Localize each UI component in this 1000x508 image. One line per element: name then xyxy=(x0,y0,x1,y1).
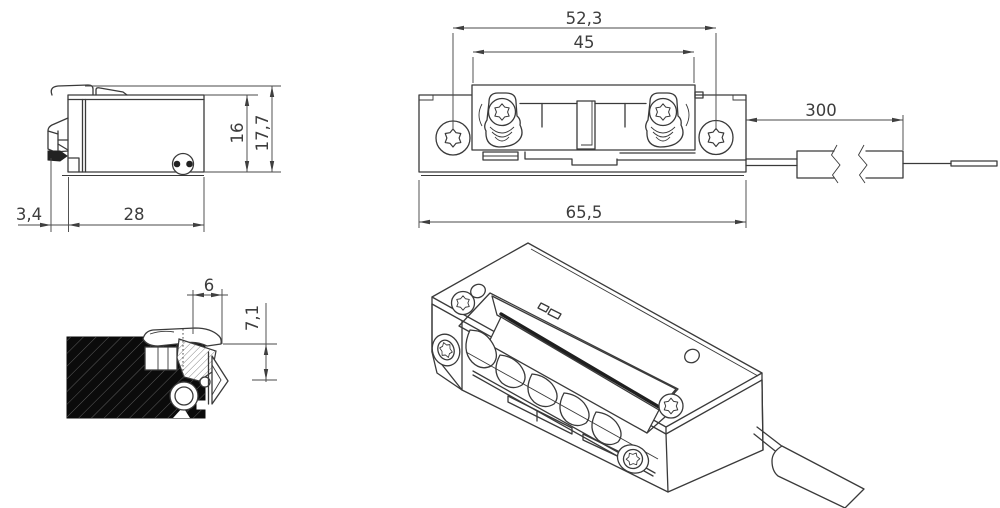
dim-section-lip-height: 7,1 xyxy=(243,305,262,331)
iso-screw-top-left xyxy=(450,290,476,316)
dim-cable-length: 300 xyxy=(805,101,837,120)
iso-cable xyxy=(753,426,865,508)
cable-sheath-right xyxy=(865,150,904,179)
side-view: 16 17,7 3,4 28 xyxy=(16,84,281,232)
front-view: 52,3 45 65,5 xyxy=(418,9,747,228)
dim-front-total-length: 65,5 xyxy=(566,203,603,222)
section-view: 6 7,1 xyxy=(66,276,277,419)
iso-screw-end-left xyxy=(431,333,461,367)
iso-hole-right xyxy=(684,348,700,364)
dim-side-height-total: 17,7 xyxy=(253,115,272,152)
dim-side-offset: 3,4 xyxy=(16,205,42,224)
dim-side-depth: 28 xyxy=(124,205,145,224)
section-lip xyxy=(142,327,222,347)
front-screw-left xyxy=(484,92,523,148)
section-bolt xyxy=(144,346,178,371)
dim-side-height-inner: 16 xyxy=(228,123,247,144)
side-latch-bracket xyxy=(47,117,69,153)
section-wedge xyxy=(211,355,229,405)
cable-view: 300 xyxy=(745,101,998,184)
cable-wire-end xyxy=(950,160,998,167)
dim-section-lip-width: 6 xyxy=(204,276,215,295)
dim-front-keeper-width: 45 xyxy=(574,33,595,52)
isometric-view xyxy=(431,242,865,508)
front-screw-right xyxy=(645,92,684,148)
dim-front-screw-spacing: 52,3 xyxy=(566,9,603,28)
side-body-outline xyxy=(67,94,205,173)
iso-screw-front xyxy=(616,444,650,474)
side-cable-terminal xyxy=(171,152,195,176)
iso-screw-plate-right xyxy=(658,393,684,419)
iso-springs xyxy=(465,329,622,446)
front-latch-slot xyxy=(576,100,596,150)
side-latch-catch xyxy=(47,150,68,162)
side-top-lip xyxy=(50,84,94,96)
cable-sheath-left xyxy=(796,150,835,179)
